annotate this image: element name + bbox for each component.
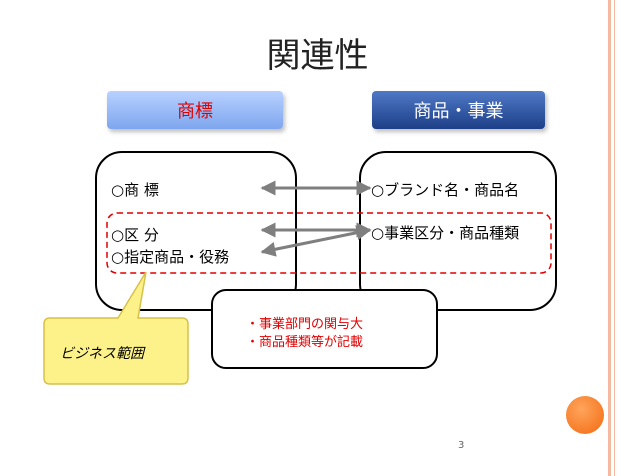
note-line-2: ・商品種類等が記載: [246, 335, 364, 350]
note-line-1: ・事業部門の関与大: [246, 317, 364, 332]
linked-rows-dashed-outline: [106, 212, 552, 274]
right-border-line: [608, 0, 611, 476]
brand-name-item: ○ブランド名・商品名: [371, 181, 520, 199]
note-box: [211, 289, 438, 369]
goods-arrow: [260, 225, 372, 257]
orange-circle-decoration: [566, 396, 604, 434]
business-scope-callout: [43, 271, 189, 385]
header-product-business: 商品・事業: [372, 91, 545, 129]
designated-goods-item: ○指定商品・役務: [111, 248, 230, 266]
header-trademark: 商標: [107, 91, 283, 129]
right-border-line-thin: [614, 0, 615, 476]
class-item: ○区 分: [111, 226, 159, 244]
business-scope-label: ビジネス範囲: [60, 346, 144, 362]
page-number: 3: [458, 440, 465, 451]
business-class-item: ○事業区分・商品種類: [371, 224, 520, 242]
trademark-item: ○商 標: [111, 181, 159, 199]
slide-title: 関連性: [266, 36, 369, 76]
